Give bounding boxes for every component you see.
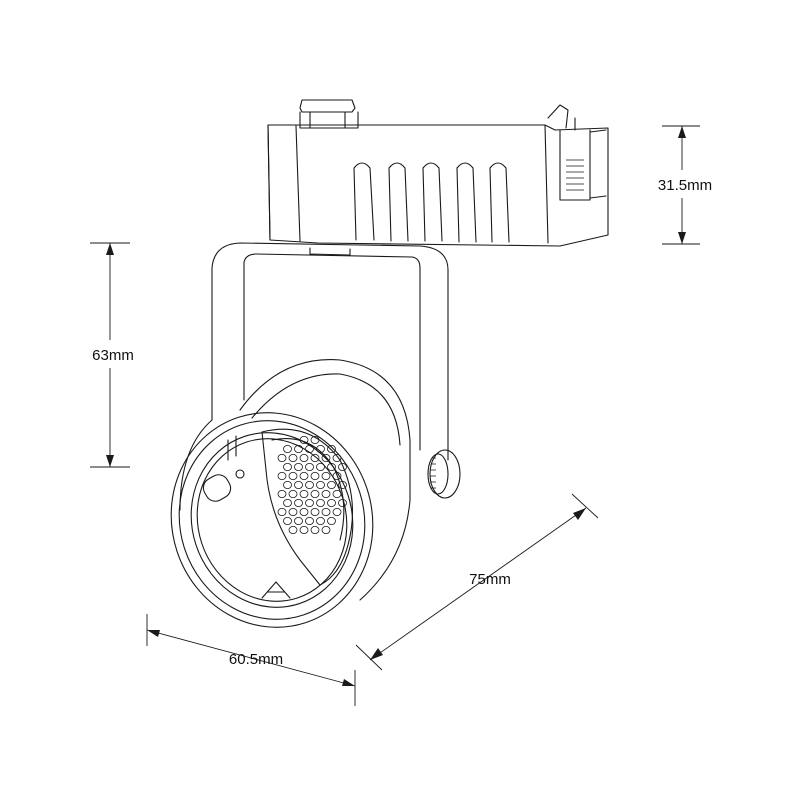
honeycomb-cell bbox=[299, 453, 309, 462]
honeycomb-cell bbox=[299, 435, 309, 444]
honeycomb-cell bbox=[288, 471, 298, 480]
honeycomb-cell bbox=[288, 453, 298, 462]
track-adapter bbox=[267, 99, 609, 247]
honeycomb-cell bbox=[305, 498, 314, 507]
honeycomb-cell bbox=[332, 453, 342, 462]
honeycomb-cell bbox=[327, 480, 336, 489]
tilt-knob bbox=[427, 449, 461, 499]
honeycomb-cell bbox=[288, 507, 298, 516]
honeycomb-cell bbox=[310, 489, 320, 498]
honeycomb-cell bbox=[288, 489, 298, 498]
dim-depth bbox=[355, 493, 599, 671]
honeycomb-cell bbox=[321, 471, 331, 480]
honeycomb-cell bbox=[299, 489, 309, 498]
honeycomb-cell bbox=[305, 462, 314, 471]
honeycomb-cell bbox=[332, 507, 342, 516]
honeycomb-cell bbox=[283, 498, 292, 507]
diameter-label: 60.5mm bbox=[229, 651, 283, 668]
honeycomb-cell bbox=[277, 507, 287, 516]
honeycomb-cell bbox=[327, 444, 336, 453]
dim-body-height bbox=[78, 242, 148, 468]
body-height-label: 63mm bbox=[92, 347, 134, 364]
honeycomb-cell bbox=[327, 462, 336, 471]
honeycomb-cell bbox=[338, 498, 347, 507]
honeycomb-cell bbox=[310, 435, 320, 444]
honeycomb-cell bbox=[277, 489, 287, 498]
honeycomb-cell bbox=[310, 526, 320, 535]
u-bracket bbox=[211, 242, 449, 461]
honeycomb-cell bbox=[294, 462, 303, 471]
honeycomb-cell bbox=[310, 507, 320, 516]
honeycomb-cell bbox=[277, 453, 287, 462]
honeycomb-cell bbox=[332, 471, 342, 480]
honeycomb-cell bbox=[283, 444, 292, 453]
honeycomb-cell bbox=[327, 517, 336, 526]
honeycomb-cell bbox=[294, 444, 303, 453]
honeycomb-cell bbox=[338, 480, 347, 489]
honeycomb-cell bbox=[305, 517, 314, 526]
honeycomb-cell bbox=[294, 480, 303, 489]
honeycomb-cell bbox=[332, 489, 342, 498]
honeycomb-cell bbox=[294, 498, 303, 507]
honeycomb-cell bbox=[316, 517, 325, 526]
honeycomb-cell bbox=[288, 526, 298, 535]
honeycomb-cell bbox=[321, 507, 331, 516]
honeycomb-cell bbox=[327, 498, 336, 507]
honeycomb-cell bbox=[299, 471, 309, 480]
honeycomb-cell bbox=[310, 453, 320, 462]
honeycomb-cell bbox=[321, 453, 331, 462]
depth-label: 75mm bbox=[469, 571, 511, 588]
honeycomb-cell bbox=[321, 526, 331, 535]
honeycomb-cell bbox=[338, 462, 347, 471]
track-height-label: 31.5mm bbox=[658, 177, 712, 194]
honeycomb-cell bbox=[299, 526, 309, 535]
honeycomb-cell bbox=[299, 507, 309, 516]
honeycomb-cell bbox=[316, 498, 325, 507]
honeycomb-cell bbox=[305, 480, 314, 489]
honeycomb-cell bbox=[283, 517, 292, 526]
honeycomb-cell bbox=[310, 471, 320, 480]
honeycomb-cell bbox=[316, 462, 325, 471]
honeycomb-cell bbox=[277, 471, 287, 480]
honeycomb-cell bbox=[294, 517, 303, 526]
lamp-head bbox=[170, 359, 411, 628]
dim-diameter bbox=[146, 614, 356, 706]
honeycomb-cell bbox=[283, 480, 292, 489]
honeycomb-cell bbox=[305, 444, 314, 453]
honeycomb-cell bbox=[316, 480, 325, 489]
honeycomb-cell bbox=[283, 462, 292, 471]
honeycomb-cell bbox=[321, 489, 331, 498]
dim-track-height bbox=[650, 125, 720, 245]
honeycomb-lens bbox=[277, 435, 347, 535]
honeycomb-cell bbox=[316, 444, 325, 453]
